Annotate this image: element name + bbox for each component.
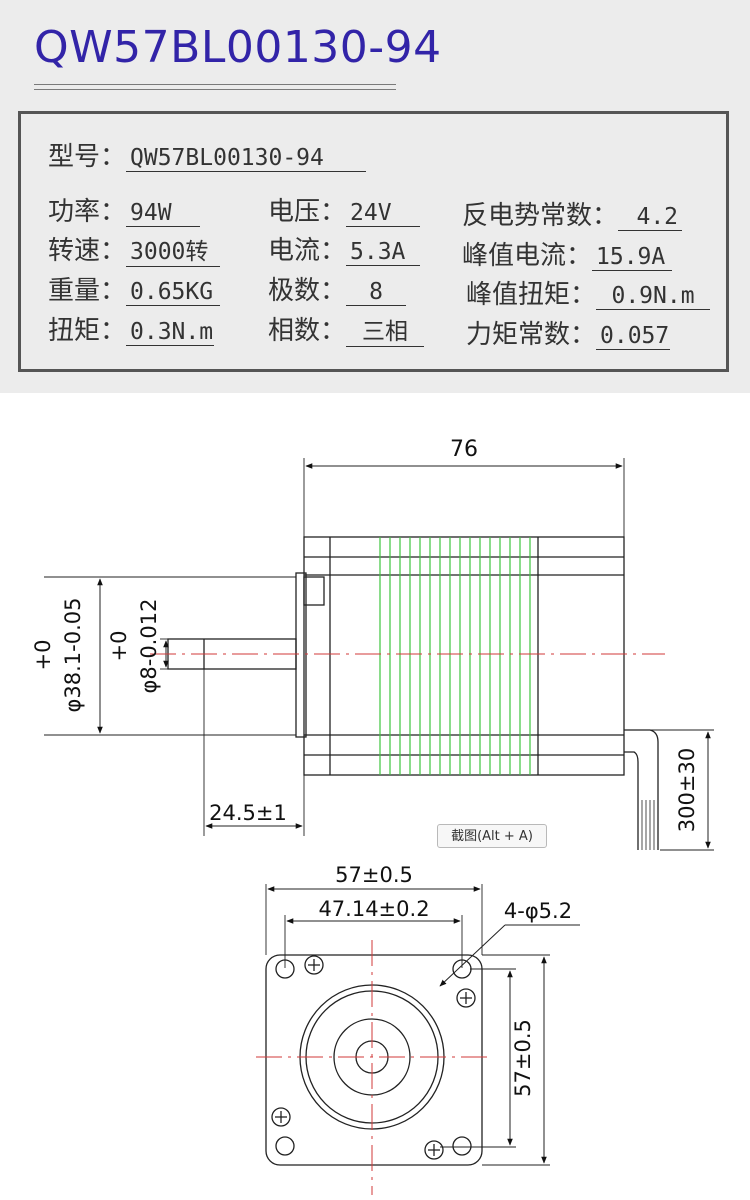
spec-value: 3000转	[126, 232, 221, 267]
stator-laminations	[379, 537, 531, 775]
spec-peak-current: 峰值电流：15.9A	[462, 235, 673, 272]
spec-back-emf: 反电势常数：4.2	[462, 195, 683, 232]
spec-value: 15.9A	[592, 244, 673, 271]
flange-dia-label: φ38.1-0.05	[61, 598, 85, 713]
spec-power: 功率：94W	[48, 191, 201, 228]
flange-tol-label: +0	[31, 640, 55, 671]
flange-boss	[303, 576, 325, 606]
mounting-hole	[452, 959, 472, 979]
spec-weight: 重量：0.65KG	[48, 270, 221, 307]
spec-label: 电流：	[268, 236, 347, 266]
spec-value: 4.2	[618, 204, 683, 231]
spec-label: 重量：	[48, 276, 127, 306]
shaft-tol-label: +0	[107, 631, 131, 662]
shaft-length-label: 24.5±1	[209, 801, 287, 825]
spec-value: QW57BL00130-94	[126, 145, 367, 172]
spec-label: 极数：	[268, 276, 347, 306]
mounting-hole	[275, 959, 295, 979]
spec-current: 电流：5.3A	[268, 230, 421, 267]
spec-torque-constant: 力矩常数：0.057	[466, 314, 671, 351]
spec-label: 扭矩：	[48, 316, 127, 346]
spec-peak-torque: 峰值扭矩：0.9N.m	[466, 274, 711, 311]
length-dim-label: 76	[450, 437, 478, 462]
spec-label: 峰值电流：	[462, 241, 593, 271]
spec-label: 反电势常数：	[462, 201, 619, 231]
side-view	[44, 458, 714, 851]
width-dim-label: 57±0.5	[335, 863, 413, 887]
spec-value: 5.3A	[346, 239, 421, 266]
lead-wire-outer	[624, 729, 659, 850]
hole-callout-label: 4-φ5.2	[504, 899, 572, 923]
spec-value: 0.3N.m	[126, 319, 215, 346]
spec-model: 型号：QW57BL00130-94	[48, 136, 367, 173]
spec-value: 94W	[126, 200, 201, 227]
spec-label: 峰值扭矩：	[466, 280, 597, 310]
mounting-hole	[275, 1136, 295, 1156]
spec-label: 转速：	[48, 236, 127, 266]
spec-phases: 相数：三相	[268, 310, 425, 347]
title-underline	[34, 84, 396, 85]
spec-label: 型号：	[48, 142, 127, 172]
spec-label: 力矩常数：	[466, 320, 597, 350]
spec-label: 相数：	[268, 316, 347, 346]
shaft-dia-label: φ8-0.012	[137, 599, 161, 694]
height-dim-label: 57±0.5	[511, 1019, 535, 1097]
screw	[271, 1107, 291, 1127]
motor-body	[303, 536, 625, 776]
spec-value: 8	[346, 279, 407, 306]
lead-length-label: 300±30	[675, 748, 699, 832]
front-square-body	[265, 954, 483, 1166]
spec-value: 三相	[346, 312, 425, 347]
spec-speed: 转速：3000转	[48, 230, 221, 267]
screenshot-tooltip[interactable]: 截图(Alt + A)	[437, 824, 547, 848]
spec-value: 0.65KG	[126, 279, 221, 306]
title-underline-2	[34, 89, 396, 90]
spec-torque: 扭矩：0.3N.m	[48, 310, 215, 347]
spec-label: 电压：	[268, 197, 347, 227]
spec-voltage: 电压：24V	[268, 191, 421, 228]
hole-spacing-label: 47.14±0.2	[318, 897, 429, 921]
screw	[304, 955, 324, 975]
mounting-hole	[452, 1136, 472, 1156]
hole-leader-line	[439, 924, 506, 987]
lead-wire-inner	[624, 751, 639, 850]
spec-poles: 极数：8	[268, 270, 407, 307]
spec-value: 0.057	[596, 323, 671, 350]
model-title: QW57BL00130-94	[34, 22, 442, 73]
spec-label: 功率：	[48, 197, 127, 227]
spec-panel	[18, 111, 729, 372]
screw	[424, 1140, 444, 1160]
spec-value: 24V	[346, 200, 421, 227]
spec-value: 0.9N.m	[596, 283, 711, 310]
screw	[456, 988, 476, 1008]
